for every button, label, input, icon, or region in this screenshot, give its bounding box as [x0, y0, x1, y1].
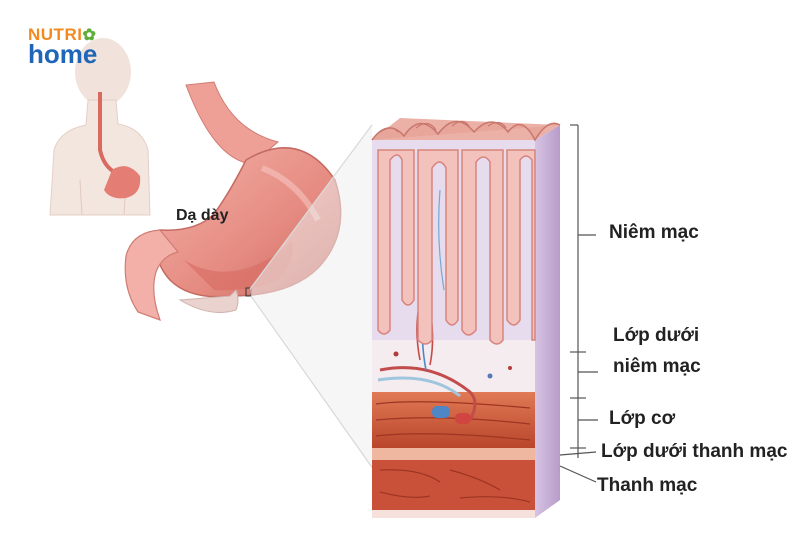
leaf-icon: ✿	[82, 27, 96, 44]
nutrihome-logo: NUTRI✿ home	[28, 25, 98, 70]
label-muscularis: Lớp cơ	[609, 408, 676, 429]
label-serosa: Thanh mạc	[597, 475, 698, 496]
label-submucosa-line2: niêm mạc	[613, 356, 701, 377]
label-submucosa-line1: Lớp dưới	[613, 325, 700, 346]
organ-label: Dạ dày	[176, 207, 229, 224]
stomach-wall-block	[371, 118, 561, 518]
small-stomach-icon	[98, 92, 141, 199]
label-subserosa: Lớp dưới thanh mạc	[601, 441, 788, 462]
logo-text-nutri: NUTRI	[28, 25, 83, 44]
layer-bracket	[559, 124, 598, 483]
logo-text-home: home	[28, 39, 98, 70]
label-mucosa: Niêm mạc	[609, 222, 699, 243]
gastric-folds	[377, 149, 536, 345]
zoom-lines	[249, 124, 375, 471]
